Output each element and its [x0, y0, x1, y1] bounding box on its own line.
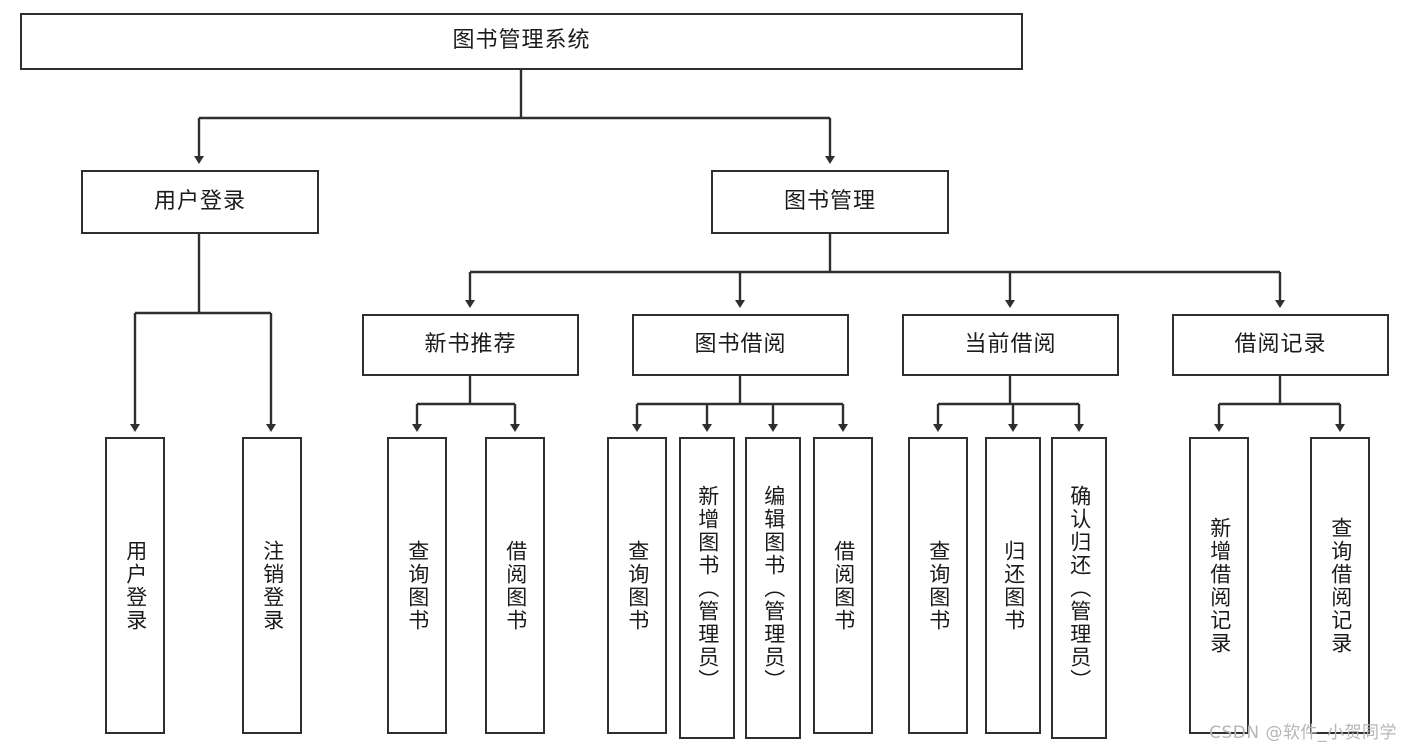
leaf-query-book-recommend[interactable]: 查询图书 — [387, 437, 447, 734]
leaf-label: 查询借阅记录 — [1328, 516, 1353, 655]
node-label: 图书借阅 — [694, 331, 787, 357]
leaf-return-book[interactable]: 归还图书 — [985, 437, 1041, 734]
leaf-query-borrow-record[interactable]: 查询借阅记录 — [1310, 437, 1370, 734]
leaf-query-book-current[interactable]: 查询图书 — [908, 437, 968, 734]
leaf-borrow-book-recommend[interactable]: 借阅图书 — [485, 437, 545, 734]
leaf-confirm-return-admin[interactable]: 确认归还（管理员） — [1051, 437, 1107, 739]
leaf-add-borrow-record[interactable]: 新增借阅记录 — [1189, 437, 1249, 734]
leaf-label: 借阅图书 — [503, 539, 528, 632]
leaf-label: 新增图书（管理员） — [695, 484, 720, 692]
node-book-management[interactable]: 图书管理 — [711, 170, 949, 234]
leaf-label: 归还图书 — [1001, 539, 1026, 632]
leaf-edit-book-admin[interactable]: 编辑图书（管理员） — [745, 437, 801, 739]
node-label: 当前借阅 — [964, 331, 1057, 357]
leaf-label: 查询图书 — [625, 539, 650, 632]
leaf-label: 借阅图书 — [831, 539, 856, 632]
node-root-label: 图书管理系统 — [452, 28, 591, 54]
node-root-system[interactable]: 图书管理系统 — [20, 13, 1023, 70]
node-label: 图书管理 — [783, 188, 876, 214]
node-current-borrow[interactable]: 当前借阅 — [902, 314, 1119, 376]
leaf-label: 用户登录 — [123, 539, 148, 632]
leaf-logout-login[interactable]: 注销登录 — [242, 437, 302, 734]
leaf-label: 查询图书 — [405, 539, 430, 632]
leaf-label: 确认归还（管理员） — [1067, 484, 1092, 692]
leaf-user-login[interactable]: 用户登录 — [105, 437, 165, 734]
leaf-borrow-book[interactable]: 借阅图书 — [813, 437, 873, 734]
csdn-watermark: CSDN @软件_小贺同学 — [1209, 723, 1397, 743]
node-book-borrow[interactable]: 图书借阅 — [632, 314, 849, 376]
node-borrow-record[interactable]: 借阅记录 — [1172, 314, 1389, 376]
node-user-login[interactable]: 用户登录 — [81, 170, 319, 234]
leaf-label: 编辑图书（管理员） — [761, 484, 786, 692]
node-new-book-recommend[interactable]: 新书推荐 — [362, 314, 579, 376]
leaf-label: 查询图书 — [926, 539, 951, 632]
node-label: 借阅记录 — [1234, 331, 1327, 357]
node-label: 用户登录 — [153, 188, 246, 214]
node-label: 新书推荐 — [424, 331, 517, 357]
leaf-label: 新增借阅记录 — [1207, 516, 1232, 655]
leaf-label: 注销登录 — [260, 539, 285, 632]
leaf-add-book-admin[interactable]: 新增图书（管理员） — [679, 437, 735, 739]
leaf-query-book-borrow[interactable]: 查询图书 — [607, 437, 667, 734]
